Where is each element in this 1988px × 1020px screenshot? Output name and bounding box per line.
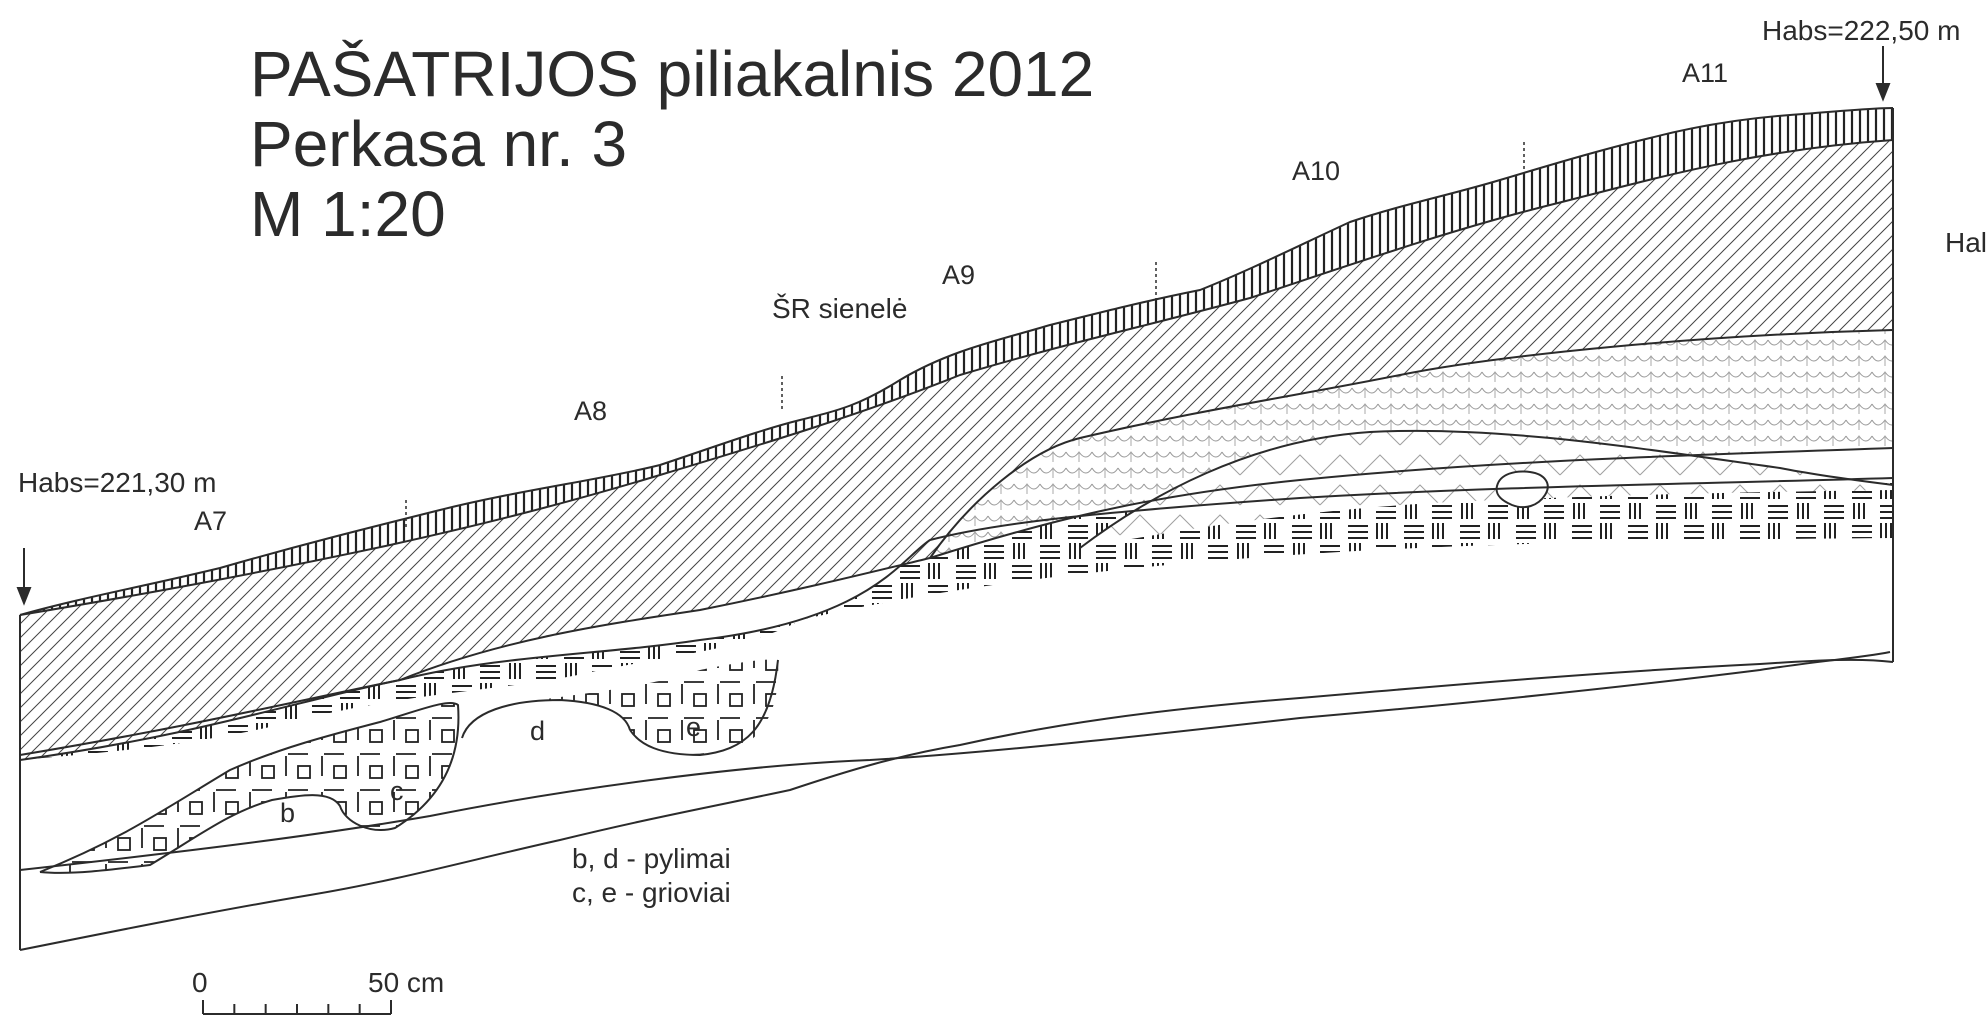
square-boundaries xyxy=(405,142,1525,530)
wall-label: ŠR sienelė xyxy=(772,293,907,324)
ditch-feature-e xyxy=(510,659,779,754)
feature-label-d: d xyxy=(530,716,545,746)
square-label-a7: A7 xyxy=(194,506,227,536)
square-label-a9: A9 xyxy=(942,260,975,290)
square-label-a11: A11 xyxy=(1682,58,1728,88)
hatched-fill-layer xyxy=(20,140,1893,760)
elevation-label-right: Habs=222,50 m xyxy=(1762,15,1960,46)
scale-end-label: 50 cm xyxy=(368,967,444,998)
elevation-label-cut: Hal xyxy=(1945,227,1987,258)
feature-label-c: c xyxy=(390,776,404,806)
square-label-a8: A8 xyxy=(574,396,607,426)
square-label-a10: A10 xyxy=(1292,156,1340,186)
section-outlines xyxy=(19,107,1894,951)
title-line-1: PAŠATRIJOS piliakalnis 2012 xyxy=(250,38,1094,110)
turf-layer xyxy=(20,108,1893,615)
title-line-2: Perkasa nr. 3 xyxy=(250,108,627,180)
title-line-3: M 1:20 xyxy=(250,178,446,250)
scale-bar: 0 50 cm xyxy=(192,967,444,1015)
ditch-feature-c xyxy=(40,702,459,873)
legend-line-1: b, d - pylimai xyxy=(572,843,731,874)
elevation-arrow-right xyxy=(1875,46,1891,102)
rampart-feature-d xyxy=(462,700,630,742)
legend-line-2: c, e - grioviai xyxy=(572,877,731,908)
elevation-label-left: Habs=221,30 m xyxy=(18,467,216,498)
feature-label-e: e xyxy=(686,712,701,742)
stone xyxy=(1495,470,1549,509)
feature-label-b: b xyxy=(280,798,295,828)
scale-start-label: 0 xyxy=(192,967,208,998)
elevation-arrow-left xyxy=(16,548,32,606)
